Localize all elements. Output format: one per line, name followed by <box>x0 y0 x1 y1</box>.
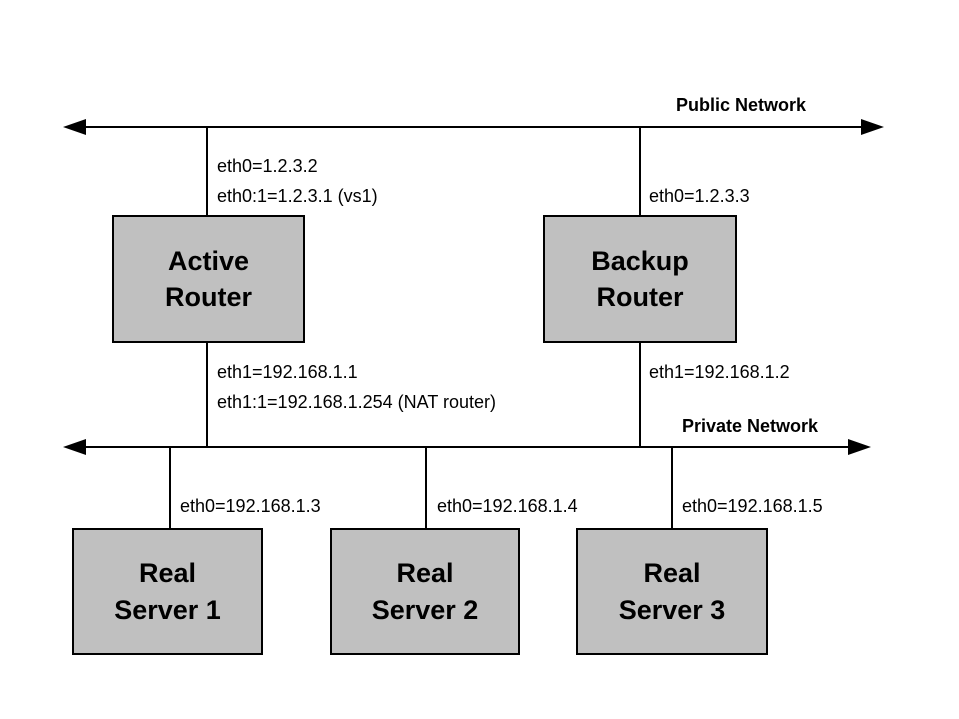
backup-router-eth0-label: eth0=1.2.3.3 <box>649 186 750 206</box>
private-network-left-arrowhead-icon <box>63 439 86 455</box>
real-server-1-eth0-label: eth0=192.168.1.3 <box>180 496 321 516</box>
real-server-2-eth0-label: eth0=192.168.1.4 <box>437 496 578 516</box>
connector-real-server-1 <box>169 447 171 528</box>
connector-backup-router-public <box>639 127 641 215</box>
public-network-label: Public Network <box>676 95 807 115</box>
active-router-eth1-1-label: eth1:1=192.168.1.254 (NAT router) <box>217 392 497 412</box>
private-network-line <box>74 446 857 448</box>
node-backup-router: Backup Router <box>543 215 737 343</box>
connector-active-router-private <box>206 343 208 448</box>
public-network-left-arrowhead-icon <box>63 119 86 135</box>
connector-backup-router-private <box>639 343 641 448</box>
node-active-router: Active Router <box>112 215 305 343</box>
backup-router-eth1-label: eth1=192.168.1.2 <box>649 362 790 382</box>
active-router-eth1-label: eth1=192.168.1.1 <box>217 362 358 382</box>
active-router-eth0-label: eth0=1.2.3.2 <box>217 156 318 176</box>
public-network-line <box>74 126 870 128</box>
active-router-eth0-1-label: eth0:1=1.2.3.1 (vs1) <box>217 186 378 206</box>
public-network-right-arrowhead-icon <box>861 119 884 135</box>
connector-real-server-2 <box>425 447 427 528</box>
connector-real-server-3 <box>671 447 673 528</box>
private-network-right-arrowhead-icon <box>848 439 871 455</box>
connector-active-router-public <box>206 127 208 215</box>
node-real-server-3: Real Server 3 <box>576 528 768 655</box>
private-network-label: Private Network <box>682 416 819 436</box>
node-real-server-2: Real Server 2 <box>330 528 520 655</box>
real-server-3-eth0-label: eth0=192.168.1.5 <box>682 496 823 516</box>
node-real-server-1: Real Server 1 <box>72 528 263 655</box>
